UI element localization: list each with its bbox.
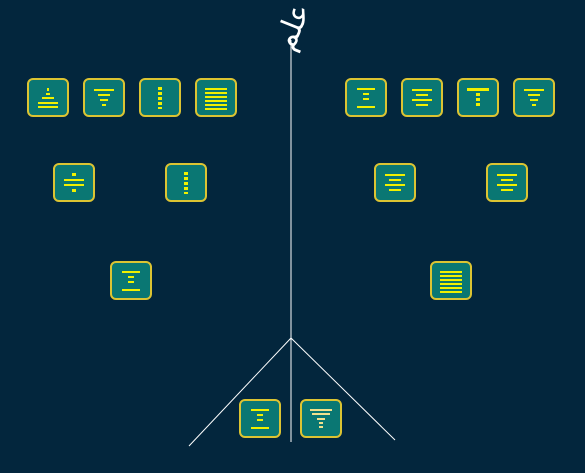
dashed-column-icon	[158, 87, 162, 109]
spread-bars-icon	[251, 409, 269, 429]
root-right-line	[290, 337, 396, 441]
tile-right-row3-1	[430, 261, 472, 300]
tile-left-row2-2	[165, 163, 207, 202]
full-stack-icon	[440, 271, 462, 293]
tile-right-row2-1	[374, 163, 416, 202]
centered-bars-icon	[94, 89, 114, 106]
tile-left-row1-3	[139, 78, 181, 117]
divide-sign-icon	[64, 173, 84, 192]
tile-root-2	[300, 399, 342, 438]
t-column-icon	[467, 88, 489, 106]
ascending-rank-icon	[38, 88, 58, 108]
spread-bars-icon	[122, 271, 140, 291]
stacked-bars-icon	[412, 89, 432, 106]
tile-left-row1-1	[27, 78, 69, 117]
tile-left-row3-1	[110, 261, 152, 300]
root-left-line	[188, 337, 292, 447]
tile-right-row2-2	[486, 163, 528, 202]
full-stack-icon	[205, 88, 227, 110]
tapered-bars-icon	[310, 409, 332, 428]
stacked-bars-icon	[385, 174, 405, 191]
dashed-column-icon	[184, 172, 188, 194]
tile-right-row1-4	[513, 78, 555, 117]
tile-root-1	[239, 399, 281, 438]
tile-right-row1-2	[401, 78, 443, 117]
tile-left-row2-1	[53, 163, 95, 202]
centered-bars-icon	[524, 89, 544, 106]
tile-right-row1-1	[345, 78, 387, 117]
stacked-bars-icon	[497, 174, 517, 191]
tile-left-row1-2	[83, 78, 125, 117]
tile-left-row1-4	[195, 78, 237, 117]
tile-right-row1-3	[457, 78, 499, 117]
spread-bars-icon	[357, 88, 375, 108]
